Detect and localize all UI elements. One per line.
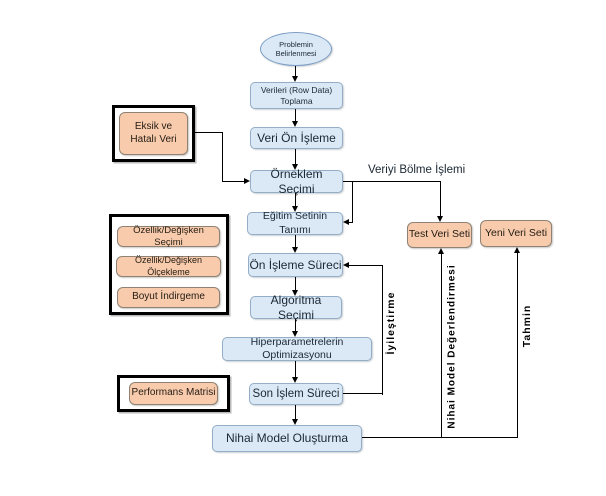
- node-missing-data-label: Eksik ve Hatalı Veri: [130, 121, 177, 145]
- edge-algorithm-hyperparam: [295, 319, 297, 332]
- edge-missing-1: [195, 132, 223, 134]
- arrow-postprocess: [292, 377, 298, 383]
- edge-label-predict: Tahmin: [521, 304, 533, 348]
- arrow-algorithm: [292, 290, 298, 296]
- arrow-finalmodel: [292, 419, 298, 425]
- node-feature-scale: Özellik/Değişken Ölçekleme: [116, 255, 221, 277]
- node-final-model: Nihai Model Oluşturma: [212, 425, 362, 452]
- node-new-set: Yeni Veri Seti: [480, 220, 552, 247]
- arrow-training-right: [343, 219, 349, 225]
- edge-preprocessflow-algorithm: [295, 277, 297, 291]
- arrow-training: [292, 206, 298, 212]
- node-hyperparam: Hiperparametrelerin Optimizasyonu: [222, 336, 372, 361]
- frame-missing-data: [112, 105, 195, 162]
- node-feature-select: Özellik/Değişken Seçimi: [117, 225, 220, 248]
- edge-improve-2: [382, 265, 384, 395]
- edge-predict: [517, 253, 519, 438]
- frame-feature-group: [109, 214, 229, 315]
- node-preprocess-flow: Ön İşleme Süreci: [248, 253, 343, 277]
- edge-sampling-training: [295, 193, 297, 207]
- edge-postprocess-finalmodel: [295, 405, 297, 420]
- edge-split-2: [440, 181, 442, 216]
- edge-label-improve: İyileştirme: [385, 291, 397, 355]
- edge-improve-3: [349, 265, 383, 267]
- node-preprocess: Veri Ön İşleme: [250, 127, 343, 149]
- node-collect: Verileri (Row Data) Toplama: [250, 82, 343, 109]
- edge-evaluate: [441, 254, 443, 438]
- node-dim-reduce: Boyut İndirgeme: [117, 287, 220, 308]
- node-missing-data: Eksik ve Hatalı Veri: [119, 112, 188, 155]
- edge-problem-collect: [295, 66, 297, 77]
- edge-preprocess-sampling: [295, 149, 297, 165]
- arrow-hyperparam: [292, 331, 298, 337]
- node-training-set: Eğitim Setinin Tanımı: [247, 210, 343, 236]
- arrow-preprocess: [292, 121, 298, 127]
- node-problem: Problemin Belirlenmesi: [260, 32, 332, 66]
- arrow-sampling: [292, 164, 298, 170]
- node-postprocess: Son İşlem Süreci: [249, 383, 343, 405]
- edge-collect-preprocess: [295, 109, 297, 122]
- arrow-newset-bottom: [514, 247, 520, 253]
- edge-missing-2: [222, 132, 224, 182]
- arrow-preprocessflow-right: [343, 262, 349, 268]
- node-problem-label: Problemin Belirlenmesi: [275, 39, 317, 58]
- edge-hyperparam-postprocess: [295, 361, 297, 378]
- node-collect-label: Verileri (Row Data) Toplama: [260, 84, 333, 106]
- arrow-sampling-left: [244, 178, 250, 184]
- edge-final-1: [362, 437, 518, 439]
- edge-improve-1: [343, 393, 383, 395]
- edge-split-branch2: [349, 222, 353, 224]
- edge-label-split: Veriyi Bölme İşlemi: [368, 164, 466, 176]
- edge-split-branch: [352, 181, 354, 223]
- node-sampling: Örneklem Seçimi: [250, 167, 343, 196]
- arrow-preprocessflow: [292, 247, 298, 253]
- arrow-testset-top: [437, 216, 443, 222]
- node-test-set: Test Veri Seti: [407, 222, 472, 248]
- edge-training-preprocessflow: [295, 235, 297, 248]
- node-algorithm: Algoritma Seçimi: [250, 293, 342, 322]
- node-performance: Performans Matrisi: [129, 382, 218, 405]
- edge-label-evaluate: Nihai Model Değerlendirmesi: [446, 264, 458, 429]
- frame-performance: [117, 375, 230, 412]
- arrow-testset-bottom: [438, 248, 444, 254]
- edge-split-1: [343, 181, 441, 183]
- arrow-collect: [292, 76, 298, 82]
- edge-missing-3: [222, 181, 244, 183]
